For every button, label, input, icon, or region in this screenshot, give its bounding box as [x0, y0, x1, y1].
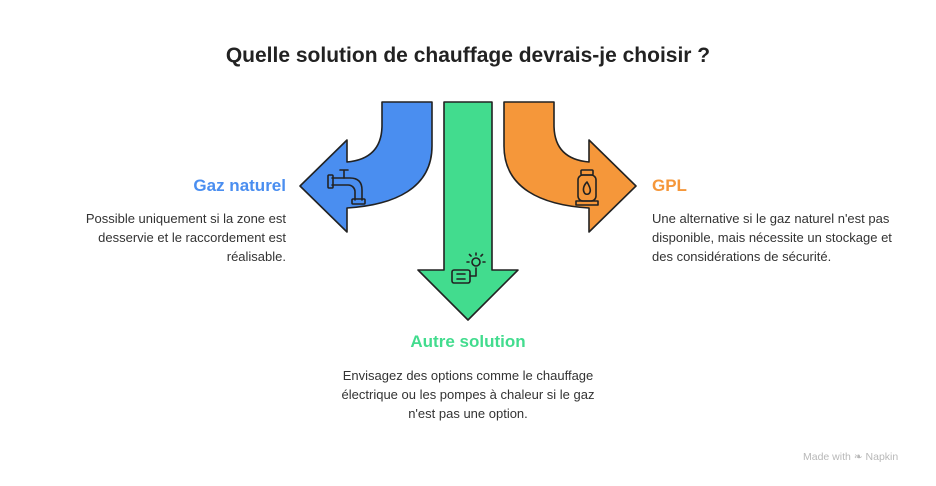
- made-with-credit: Made with ❧ Napkin: [803, 451, 898, 463]
- gas-pipe-icon: [327, 169, 366, 205]
- left-arrow: [299, 101, 433, 233]
- brand-name: Napkin: [865, 451, 899, 463]
- gas-cylinder-icon: [575, 169, 599, 206]
- option-heading-gpl: GPL: [652, 176, 687, 195]
- made-with-label: Made with: [803, 451, 851, 463]
- option-description-autre-solution: Envisagez des options comme le chauffage…: [341, 368, 595, 421]
- page-title: Quelle solution de chauffage devrais-je …: [225, 44, 711, 67]
- option-heading-autre-solution: Autre solution: [410, 332, 526, 351]
- option-heading-gaz-naturel: Gaz naturel: [193, 176, 286, 195]
- heater-icon: [451, 252, 486, 284]
- option-description-gaz-naturel: Possible uniquement si la zone est desse…: [85, 211, 286, 264]
- option-description-gpl: Une alternative si le gaz naturel n'est …: [652, 211, 892, 264]
- middle-arrow: [417, 101, 519, 321]
- napkin-logo-icon: ❧: [853, 451, 863, 463]
- right-arrow: [503, 101, 637, 233]
